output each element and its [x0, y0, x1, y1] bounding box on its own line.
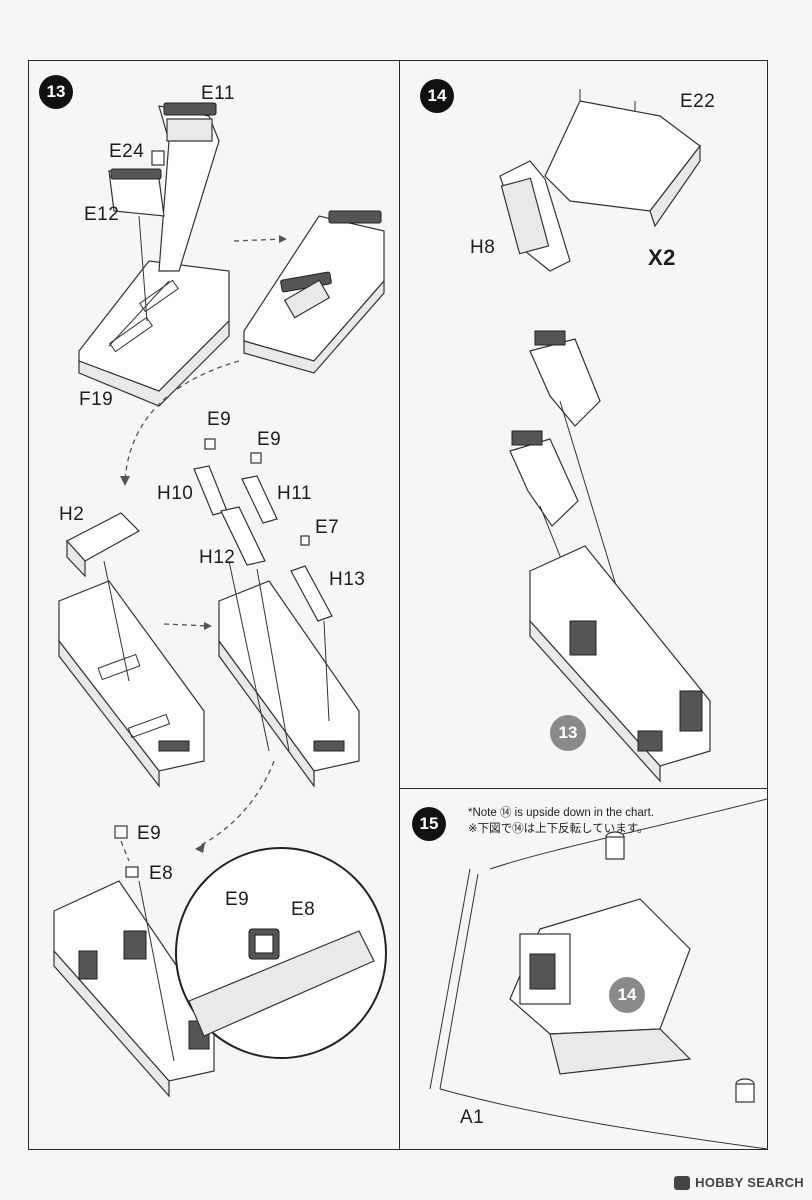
label-h11: H11 [277, 483, 312, 504]
label-e7: E7 [315, 517, 340, 538]
part-e11-panel [158, 102, 220, 272]
note-english: *Note ⑭ is upside down in the chart. [468, 807, 655, 819]
part-f19-tub [78, 260, 230, 407]
part-seat-lower [509, 430, 579, 527]
label-e24: E24 [109, 141, 145, 162]
part-h12 [220, 506, 266, 566]
label-e11: E11 [201, 83, 235, 104]
note-japanese: ※下図で⑭は上下反転しています。 [468, 823, 649, 835]
label-e8: E8 [149, 863, 174, 884]
label-e8-zoom: E8 [291, 899, 316, 920]
label-e9-c: E9 [137, 823, 162, 844]
part-e12-panel [108, 168, 165, 217]
step-13-panel: 13 [29, 61, 400, 1149]
label-h8: H8 [470, 237, 496, 258]
part-e22 [544, 89, 701, 228]
step-15-badge: 15 [412, 807, 446, 841]
part-e9-b [250, 452, 262, 464]
label-h10: H10 [157, 483, 194, 504]
step-14-drawing [499, 89, 711, 783]
step-14-reference-badge: 14 [609, 977, 645, 1013]
assembled-tub-1 [243, 210, 385, 374]
label-e12: E12 [84, 204, 120, 225]
inserted-tub-15 [509, 898, 692, 1075]
part-e9-a [204, 438, 216, 450]
step-15-drawing [429, 798, 768, 1150]
label-a1: A1 [460, 1107, 485, 1128]
step-15-panel: 15 *Note ⑭ is upside down in the chart. … [400, 789, 768, 1150]
part-e24 [151, 150, 165, 166]
part-h2 [66, 512, 140, 578]
part-h11 [241, 475, 278, 524]
step-13-badge: 13 [39, 75, 73, 109]
part-e7 [300, 535, 310, 546]
assembled-tub-14 [529, 545, 711, 783]
label-h2: H2 [59, 504, 85, 525]
label-e9-a: E9 [207, 409, 232, 430]
part-e8 [125, 866, 139, 878]
part-seat-upper [529, 330, 601, 427]
label-h12: H12 [199, 547, 236, 568]
step-14-badge: 14 [420, 79, 454, 113]
part-tub-4 [53, 880, 215, 1098]
camera-icon [674, 1175, 691, 1190]
part-h13 [290, 565, 333, 622]
label-e9-zoom: E9 [225, 889, 250, 910]
label-e22: E22 [680, 91, 716, 112]
label-x2: X2 [648, 245, 676, 270]
step-13-reference-badge: 13 [550, 715, 586, 751]
part-h10 [193, 465, 228, 516]
label-h13: H13 [329, 569, 366, 590]
part-tub-3 [218, 580, 360, 788]
step-13-drawing [53, 102, 387, 1098]
zoom-detail-circle [175, 847, 387, 1059]
instruction-sheet: 13 [28, 60, 768, 1150]
part-h8 [499, 160, 571, 272]
label-e9-b: E9 [257, 429, 282, 450]
label-f19: F19 [79, 389, 114, 410]
step-14-panel: 14 [400, 61, 767, 789]
hobby-search-watermark: HOBBY SEARCH [674, 1175, 804, 1190]
part-e9-c [114, 825, 128, 839]
part-tub-2 [58, 580, 205, 788]
